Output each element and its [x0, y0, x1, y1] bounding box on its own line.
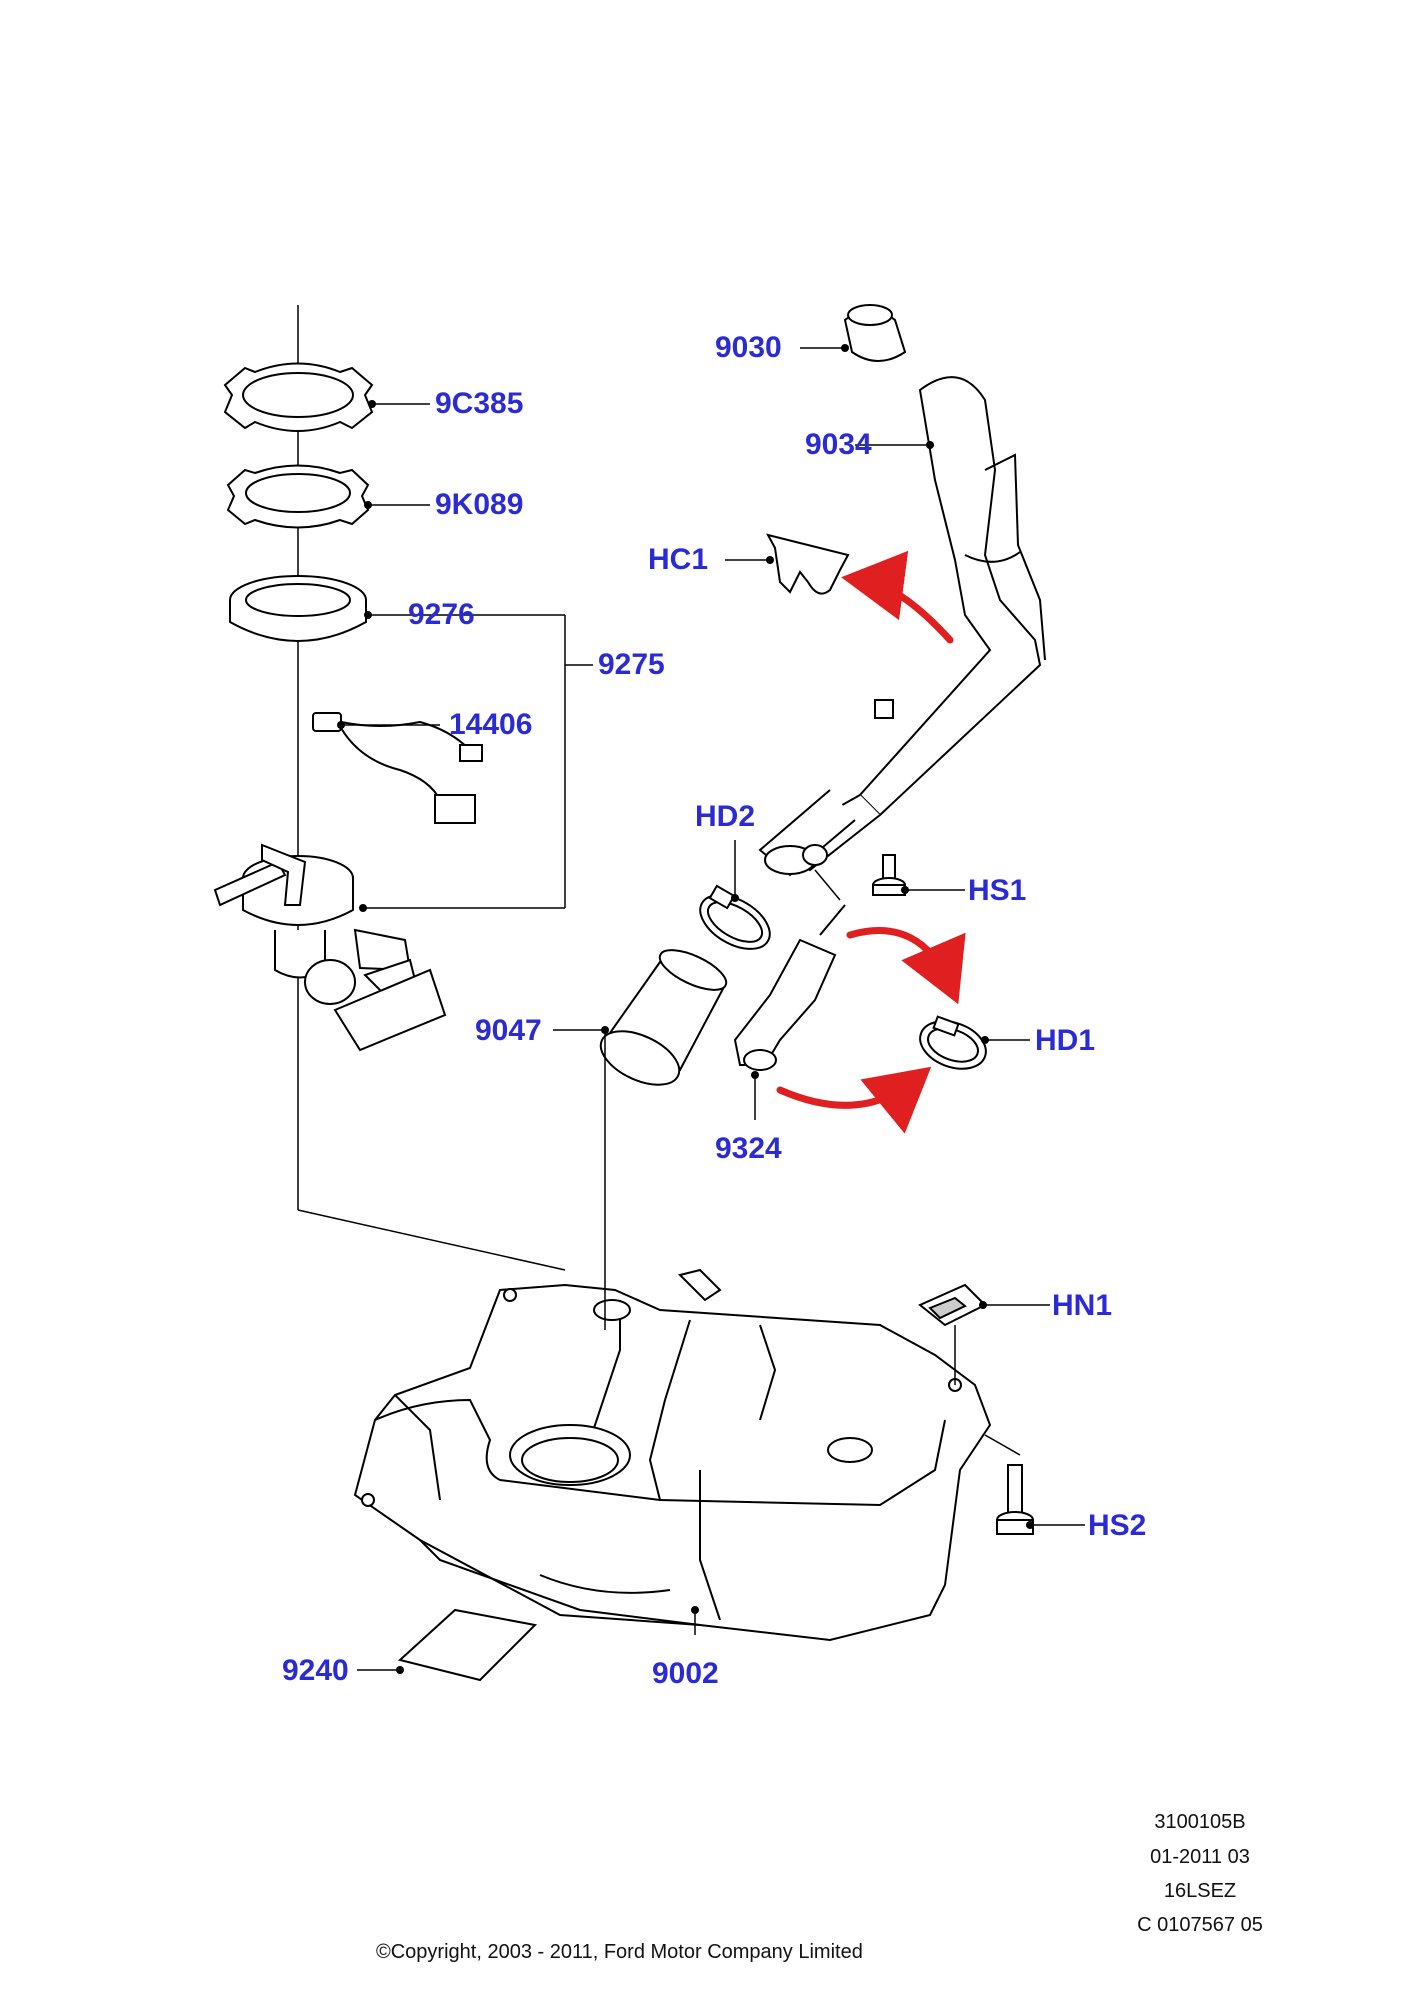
screw-hs1: [872, 854, 906, 896]
seal-9276: [229, 575, 367, 642]
part-labels: 9C385 9K089 9276 9275 14406 9030 9034 HC…: [282, 331, 1146, 1690]
label-hn1[interactable]: HN1: [1052, 1289, 1112, 1322]
filler-cap-9030: [843, 304, 907, 362]
lock-ring-9c385: [223, 362, 374, 432]
pad-9240: [397, 1608, 538, 1682]
diagram-code: 3100105B: [1154, 1811, 1246, 1833]
wiring-harness-14406: [312, 712, 483, 824]
hose-clamp-hd2: [699, 884, 771, 950]
label-9k089[interactable]: 9K089: [435, 488, 523, 521]
label-9276[interactable]: 9276: [408, 598, 475, 631]
label-9034[interactable]: 9034: [805, 428, 872, 461]
assembly-arrows: [776, 550, 966, 1134]
arrow-to-hd1-bottom: [776, 1066, 932, 1134]
label-9002[interactable]: 9002: [652, 1657, 719, 1690]
hose-9047: [599, 949, 728, 1086]
leader-lines: [341, 347, 1085, 1671]
arrow-to-hc1: [841, 550, 954, 644]
hose-9324: [733, 904, 846, 1071]
label-hs1[interactable]: HS1: [968, 874, 1026, 907]
label-9030[interactable]: 9030: [715, 331, 782, 364]
diagram-ref: C 0107567 05: [1137, 1914, 1263, 1936]
leader-dots: [337, 344, 1034, 1674]
label-9047[interactable]: 9047: [475, 1014, 542, 1047]
arrow-to-hd1-top: [846, 927, 966, 1005]
fuel-sender-unit: [213, 843, 447, 1052]
nut-hn1: [918, 1283, 987, 1327]
label-hd2[interactable]: HD2: [695, 800, 755, 833]
label-hc1[interactable]: HC1: [648, 543, 708, 576]
pump-stack-axis: [297, 305, 566, 1271]
diagram-model: 16LSEZ: [1163, 1880, 1237, 1902]
label-9c385[interactable]: 9C385: [435, 387, 523, 420]
label-hs2[interactable]: HS2: [1088, 1509, 1146, 1542]
diagram-date: 01-2011 03: [1150, 1846, 1250, 1868]
fuel-tank-9002: [353, 1268, 992, 1642]
clip-hc1: [766, 533, 850, 595]
label-9324[interactable]: 9324: [715, 1132, 782, 1165]
ring-9k089: [226, 464, 370, 529]
filler-neck-9034: [758, 376, 1046, 877]
label-9240[interactable]: 9240: [282, 1654, 349, 1687]
label-14406[interactable]: 14406: [449, 708, 532, 741]
copyright-notice: ©Copyright, 2003 - 2011, Ford Motor Comp…: [376, 1941, 863, 1963]
label-hd1[interactable]: HD1: [1035, 1024, 1095, 1057]
label-9275[interactable]: 9275: [598, 648, 665, 681]
hose-clamp-hd1: [919, 1015, 987, 1070]
bolt-hs2: [996, 1464, 1034, 1535]
